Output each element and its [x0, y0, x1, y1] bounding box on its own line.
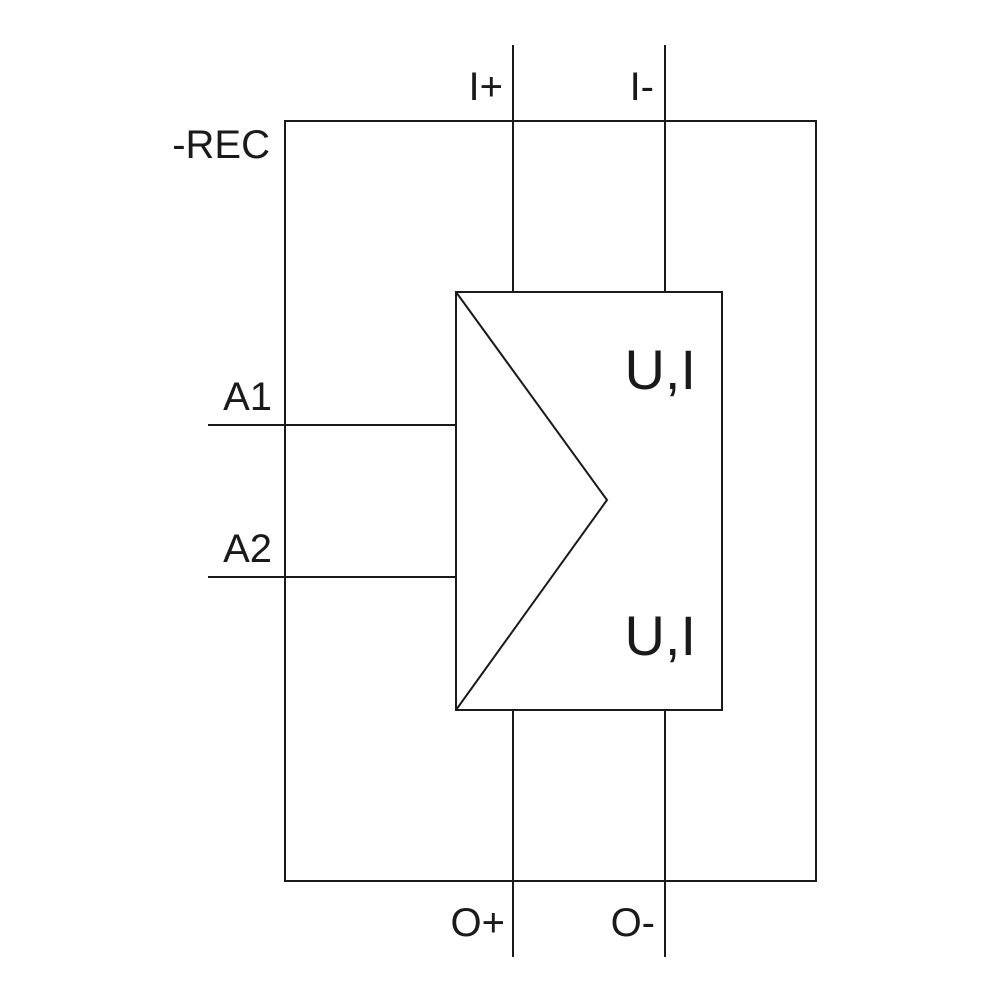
control-input-a2-label: A2	[223, 527, 272, 571]
input-negative-label: I-	[630, 65, 654, 109]
converter-output-signal-label: U,I	[624, 604, 696, 667]
device-enclosure	[284, 120, 817, 882]
converter-block	[455, 291, 723, 711]
control-input-a1-label: A1	[223, 375, 272, 419]
output-negative-label: O-	[611, 901, 655, 945]
output-positive-label: O+	[451, 901, 505, 945]
input-positive-label: I+	[469, 65, 503, 109]
converter-arrow-symbol	[455, 291, 609, 711]
converter-input-signal-label: U,I	[624, 338, 696, 401]
device-designation: -REC	[172, 123, 270, 167]
